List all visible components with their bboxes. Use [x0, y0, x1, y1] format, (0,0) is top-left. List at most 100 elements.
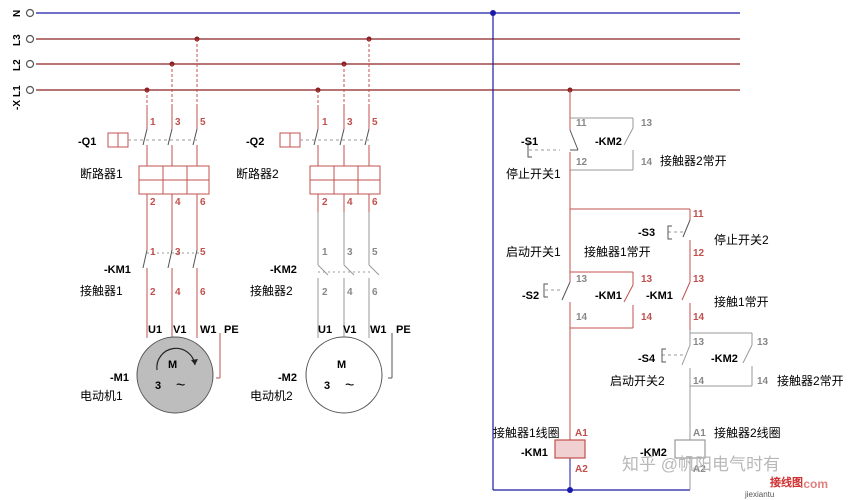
- q2-tag: -Q2: [246, 136, 264, 148]
- m1-phase: 3: [155, 380, 161, 392]
- watermark-site-en: jiexiantu: [744, 490, 774, 499]
- km1-name: 接触器1: [80, 283, 123, 298]
- bus-label-l3: L3: [12, 34, 23, 46]
- q1-top-1: 1: [150, 117, 156, 128]
- km2-top-5: 5: [372, 247, 378, 258]
- m2-terminal-v1: V1: [343, 324, 356, 336]
- s4-n-top: 13: [693, 337, 705, 348]
- q2-bottom-2: 2: [322, 197, 328, 208]
- s1-n-bottom: 12: [576, 157, 588, 168]
- s2-n-top: 13: [576, 274, 588, 285]
- s3-name: 停止开关2: [714, 232, 769, 247]
- s1-name: 停止开关1: [506, 166, 561, 181]
- q1-bottom-4: 4: [175, 197, 181, 208]
- n-return-wire: [492, 13, 690, 491]
- q1-labels: -Q1 断路器1 1 3 5 2 4 6 1 3 5 -KM1 接触器1 2 4…: [78, 117, 239, 336]
- m2-phase: 3: [324, 380, 330, 392]
- s3-n-top: 11: [693, 209, 704, 220]
- s4-n-bottom: 14: [693, 376, 705, 387]
- motor2-branch: [313, 39, 370, 212]
- km2-top-1: 1: [322, 247, 328, 258]
- km2-top-3: 3: [347, 247, 353, 258]
- q2-top-1: 1: [322, 117, 328, 128]
- km2-bottom-2: 2: [322, 287, 328, 298]
- km1-aux2-tag: -KM1: [646, 290, 673, 302]
- q1-breaker: [107, 132, 210, 254]
- bus-label-l1: L1: [12, 85, 23, 97]
- motor2: M 3 ~ -M2 电动机2: [250, 336, 383, 414]
- m2-wave: ~: [345, 377, 354, 394]
- m1-name: 电动机1: [80, 389, 123, 403]
- m2-terminal-u1: U1: [318, 324, 332, 336]
- bus-label-l2: L2: [12, 59, 23, 71]
- watermark-zhihu: 知乎 @帆阳电气时有: [622, 455, 780, 474]
- km1-top-5: 5: [200, 247, 206, 258]
- s2-name: 启动开关1: [506, 245, 561, 259]
- km1-top-3: 3: [175, 247, 181, 258]
- m2-terminal-pe: PE: [396, 324, 411, 336]
- coil2-a2: A2: [693, 464, 706, 475]
- watermark: 知乎 @帆阳电气时有 接线图 jiexiantu .com: [622, 455, 828, 499]
- s2-n-bottom: 14: [576, 312, 588, 323]
- q2-name: 断路器2: [236, 166, 279, 181]
- motor1: M 3 ~ -M1 电动机1: [80, 336, 214, 414]
- coil2-tag: -KM2: [640, 447, 667, 459]
- control-wires-gray: [529, 149, 753, 490]
- m2-name: 电动机2: [250, 389, 293, 403]
- km1-top-1: 1: [150, 247, 156, 258]
- s4-name: 启动开关2: [610, 374, 665, 388]
- q2-bottom-4: 4: [347, 197, 353, 208]
- km1-aux-tag: -KM1: [595, 290, 622, 302]
- km1-bottom-2: 2: [150, 287, 156, 298]
- km2-name: 接触器2: [250, 283, 293, 298]
- km2-aux2-name: 接触器2常开: [777, 373, 844, 388]
- motor1-branch: [142, 39, 221, 379]
- q1-tag: -Q1: [78, 136, 96, 148]
- q2-top-3: 3: [347, 117, 353, 128]
- coil1-a1: A1: [575, 428, 588, 439]
- watermark-site-cn: 接线图: [770, 475, 803, 489]
- km1-aux2-n-bottom: 14: [693, 312, 705, 323]
- q1-bottom-2: 2: [150, 197, 156, 208]
- km2-aux2-tag: -KM2: [711, 353, 738, 365]
- q2-bottom-6: 6: [372, 197, 378, 208]
- km2-bottom-6: 6: [372, 287, 378, 298]
- coil2-a1: A1: [693, 428, 706, 439]
- coil-km2: [674, 439, 706, 459]
- km2-aux-top-n-top: 13: [641, 118, 653, 129]
- km1-tag: -KM1: [104, 264, 131, 276]
- bus-label-n: N: [12, 10, 23, 17]
- m1-m: M: [168, 359, 177, 371]
- s1-n-top: 11: [576, 118, 587, 129]
- coil1-a2: A2: [575, 464, 588, 475]
- coil2-name: 接触器2线圈: [714, 425, 781, 440]
- q2-breaker: [279, 132, 381, 195]
- bus-label-x: -X: [12, 100, 23, 110]
- s1-tag: -S1: [521, 136, 538, 148]
- watermark-site-com: .com: [800, 477, 828, 491]
- q1-bottom-6: 6: [200, 197, 206, 208]
- km1-bottom-4: 4: [175, 287, 181, 298]
- m2-terminal-w1: W1: [370, 324, 387, 336]
- coil-km1: [554, 439, 586, 459]
- km2-aux-top-name: 接触器2常开: [660, 153, 727, 168]
- control-wires: [561, 90, 691, 490]
- switch-actuators: [527, 142, 672, 363]
- q2-top-5: 5: [372, 117, 378, 128]
- km1-aux-n-bottom: 14: [641, 312, 653, 323]
- motor2-branch-gray: [317, 212, 393, 379]
- km2-tag: -KM2: [270, 264, 297, 276]
- m1-tag: -M1: [110, 372, 129, 384]
- km2-bottom-4: 4: [347, 287, 353, 298]
- km2-aux-top-n-bottom: 14: [641, 157, 653, 168]
- km1-aux2-n-top: 13: [693, 274, 705, 285]
- km1-bottom-6: 6: [200, 287, 206, 298]
- bus-bars: [25, 8, 740, 95]
- q1-name: 断路器1: [80, 166, 123, 181]
- km1-aux-name: 接触器1常开: [584, 244, 651, 259]
- q1-top-5: 5: [200, 117, 206, 128]
- m2-m: M: [337, 359, 346, 371]
- s4-tag: -S4: [638, 353, 656, 365]
- m1-terminal-v1: V1: [173, 324, 186, 336]
